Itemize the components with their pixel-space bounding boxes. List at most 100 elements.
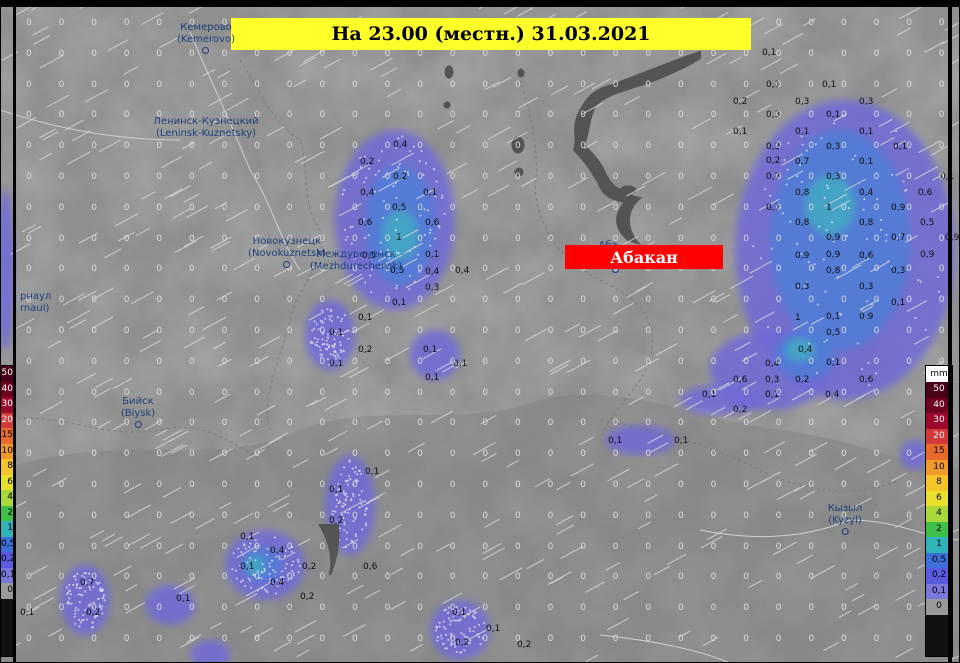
precip-value: 0,1	[826, 312, 840, 322]
precip-zero-cell: 0	[841, 264, 847, 274]
precip-zero-cell: 0	[711, 357, 717, 367]
precip-zero-cell: 0	[743, 542, 749, 552]
precip-zero-cell: 0	[906, 234, 912, 244]
precip-zero-cell: 0	[91, 18, 97, 28]
precip-zero-cell: 0	[417, 326, 423, 336]
city-kemerovo[interactable]: Кемерово(Kemerovo)	[177, 22, 235, 54]
precip-zero-cell: 0	[645, 141, 651, 151]
precip-zero-cell: 0	[417, 203, 423, 213]
precip-value: 0,3	[891, 266, 905, 276]
precip-zero-cell: 0	[124, 357, 130, 367]
precip-zero-cell: 0	[548, 603, 554, 613]
precip-zero-cell: 0	[841, 480, 847, 490]
precip-zero-cell: 0	[874, 449, 880, 459]
precip-zero-cell: 0	[874, 326, 880, 336]
precip-zero-cell: 0	[156, 449, 162, 459]
precip-zero-cell: 0	[743, 234, 749, 244]
precip-zero-cell: 0	[906, 388, 912, 398]
precip-zero-cell: 0	[287, 449, 293, 459]
precip-zero-cell: 0	[548, 542, 554, 552]
legend-step: 6	[926, 491, 952, 507]
precip-zero-cell: 0	[841, 418, 847, 428]
precip-zero-cell: 0	[417, 295, 423, 305]
precip-zero-cell: 0	[711, 141, 717, 151]
precip-zero-cell: 0	[678, 110, 684, 120]
precip-zero-cell: 0	[515, 542, 521, 552]
precip-zero-cell: 0	[352, 141, 358, 151]
precip-zero-cell: 0	[319, 480, 325, 490]
precip-zero-cell: 0	[254, 603, 260, 613]
precip-value: 0,6	[363, 562, 377, 572]
precip-zero-cell: 0	[319, 388, 325, 398]
precip-zero-cell: 0	[124, 141, 130, 151]
legend-step: 2	[926, 522, 952, 538]
precip-value: 0,9	[920, 250, 934, 260]
precip-zero-cell: 0	[515, 388, 521, 398]
precip-zero-cell: 0	[841, 49, 847, 59]
precip-value: 0,2	[302, 562, 316, 572]
precip-zero-cell: 0	[156, 511, 162, 521]
precip-zero-cell: 0	[580, 172, 586, 182]
precip-zero-cell: 0	[319, 357, 325, 367]
precip-value: 0,2	[795, 375, 809, 385]
city-biysk[interactable]: Бийск(Biysk)	[121, 396, 155, 428]
precip-zero-cell: 0	[450, 110, 456, 120]
precip-zero-cell: 0	[91, 264, 97, 274]
precip-zero-cell: 0	[645, 511, 651, 521]
precip-zero-cell: 0	[776, 418, 782, 428]
precip-zero-cell: 0	[711, 110, 717, 120]
precip-zero-cell: 0	[841, 80, 847, 90]
precip-zero-cell: 0	[124, 449, 130, 459]
precip-zero-cell: 0	[678, 572, 684, 582]
city-leninsk-kuznetsky[interactable]: Ленинск-Кузнецкий(Leninsk-Kuznetsky)	[153, 116, 258, 140]
precip-zero-cell: 0	[906, 357, 912, 367]
precip-zero-cell: 0	[645, 572, 651, 582]
precip-value: 0,4	[270, 546, 284, 556]
precip-zero-cell: 0	[189, 603, 195, 613]
precip-zero-cell: 0	[808, 264, 814, 274]
precip-zero-cell: 0	[711, 234, 717, 244]
precip-zero-cell: 0	[482, 80, 488, 90]
precip-zero-cell: 0	[156, 264, 162, 274]
precip-zero-cell: 0	[26, 141, 32, 151]
precip-value: 0,1	[891, 298, 905, 308]
precip-zero-cell: 0	[515, 80, 521, 90]
precip-zero-cell: 0	[156, 295, 162, 305]
precip-zero-cell: 0	[222, 511, 228, 521]
legend-step: 1	[1, 521, 15, 537]
precip-zero-cell: 0	[678, 449, 684, 459]
abakan-highlight[interactable]: Абакан	[565, 245, 723, 269]
precip-value: 0,7	[891, 233, 905, 243]
precip-zero-cell: 0	[841, 172, 847, 182]
legend-step: 20	[1, 413, 15, 429]
precip-zero-cell: 0	[841, 542, 847, 552]
city-kyzyl[interactable]: Кызыл(Kyzyl)	[828, 503, 863, 535]
precip-zero-cell: 0	[417, 357, 423, 367]
precip-zero-cell: 0	[91, 634, 97, 644]
precip-value: 1	[826, 203, 832, 213]
precip-zero-cell: 0	[808, 572, 814, 582]
precip-value: 0,2	[300, 592, 314, 602]
precip-value: 0,3	[795, 97, 809, 107]
precip-zero-cell: 0	[59, 49, 65, 59]
precip-zero-cell: 0	[59, 511, 65, 521]
precip-zero-cell: 0	[222, 634, 228, 644]
city-mezhdurechensk[interactable]: Междуреченск(Mezhdurechensk)	[310, 249, 402, 273]
precip-zero-cell: 0	[906, 110, 912, 120]
precip-zero-cell: 0	[776, 542, 782, 552]
precip-value: 0,8	[795, 188, 809, 198]
precip-zero-cell: 0	[678, 480, 684, 490]
precip-zero-cell: 0	[254, 172, 260, 182]
legend-step: 50	[1, 366, 15, 382]
precip-zero-cell: 0	[482, 511, 488, 521]
precip-zero-cell: 0	[482, 203, 488, 213]
precip-zero-cell: 0	[841, 449, 847, 459]
precip-zero-cell: 0	[515, 449, 521, 459]
precip-zero-cell: 0	[417, 234, 423, 244]
precip-zero-cell: 0	[613, 172, 619, 182]
city-barnaul[interactable]: рнаулrnaul)	[20, 291, 51, 315]
precip-zero-cell: 0	[548, 388, 554, 398]
banner-title: На 23.00 (местн.) 31.03.2021	[331, 23, 650, 45]
precip-zero-cell: 0	[59, 80, 65, 90]
